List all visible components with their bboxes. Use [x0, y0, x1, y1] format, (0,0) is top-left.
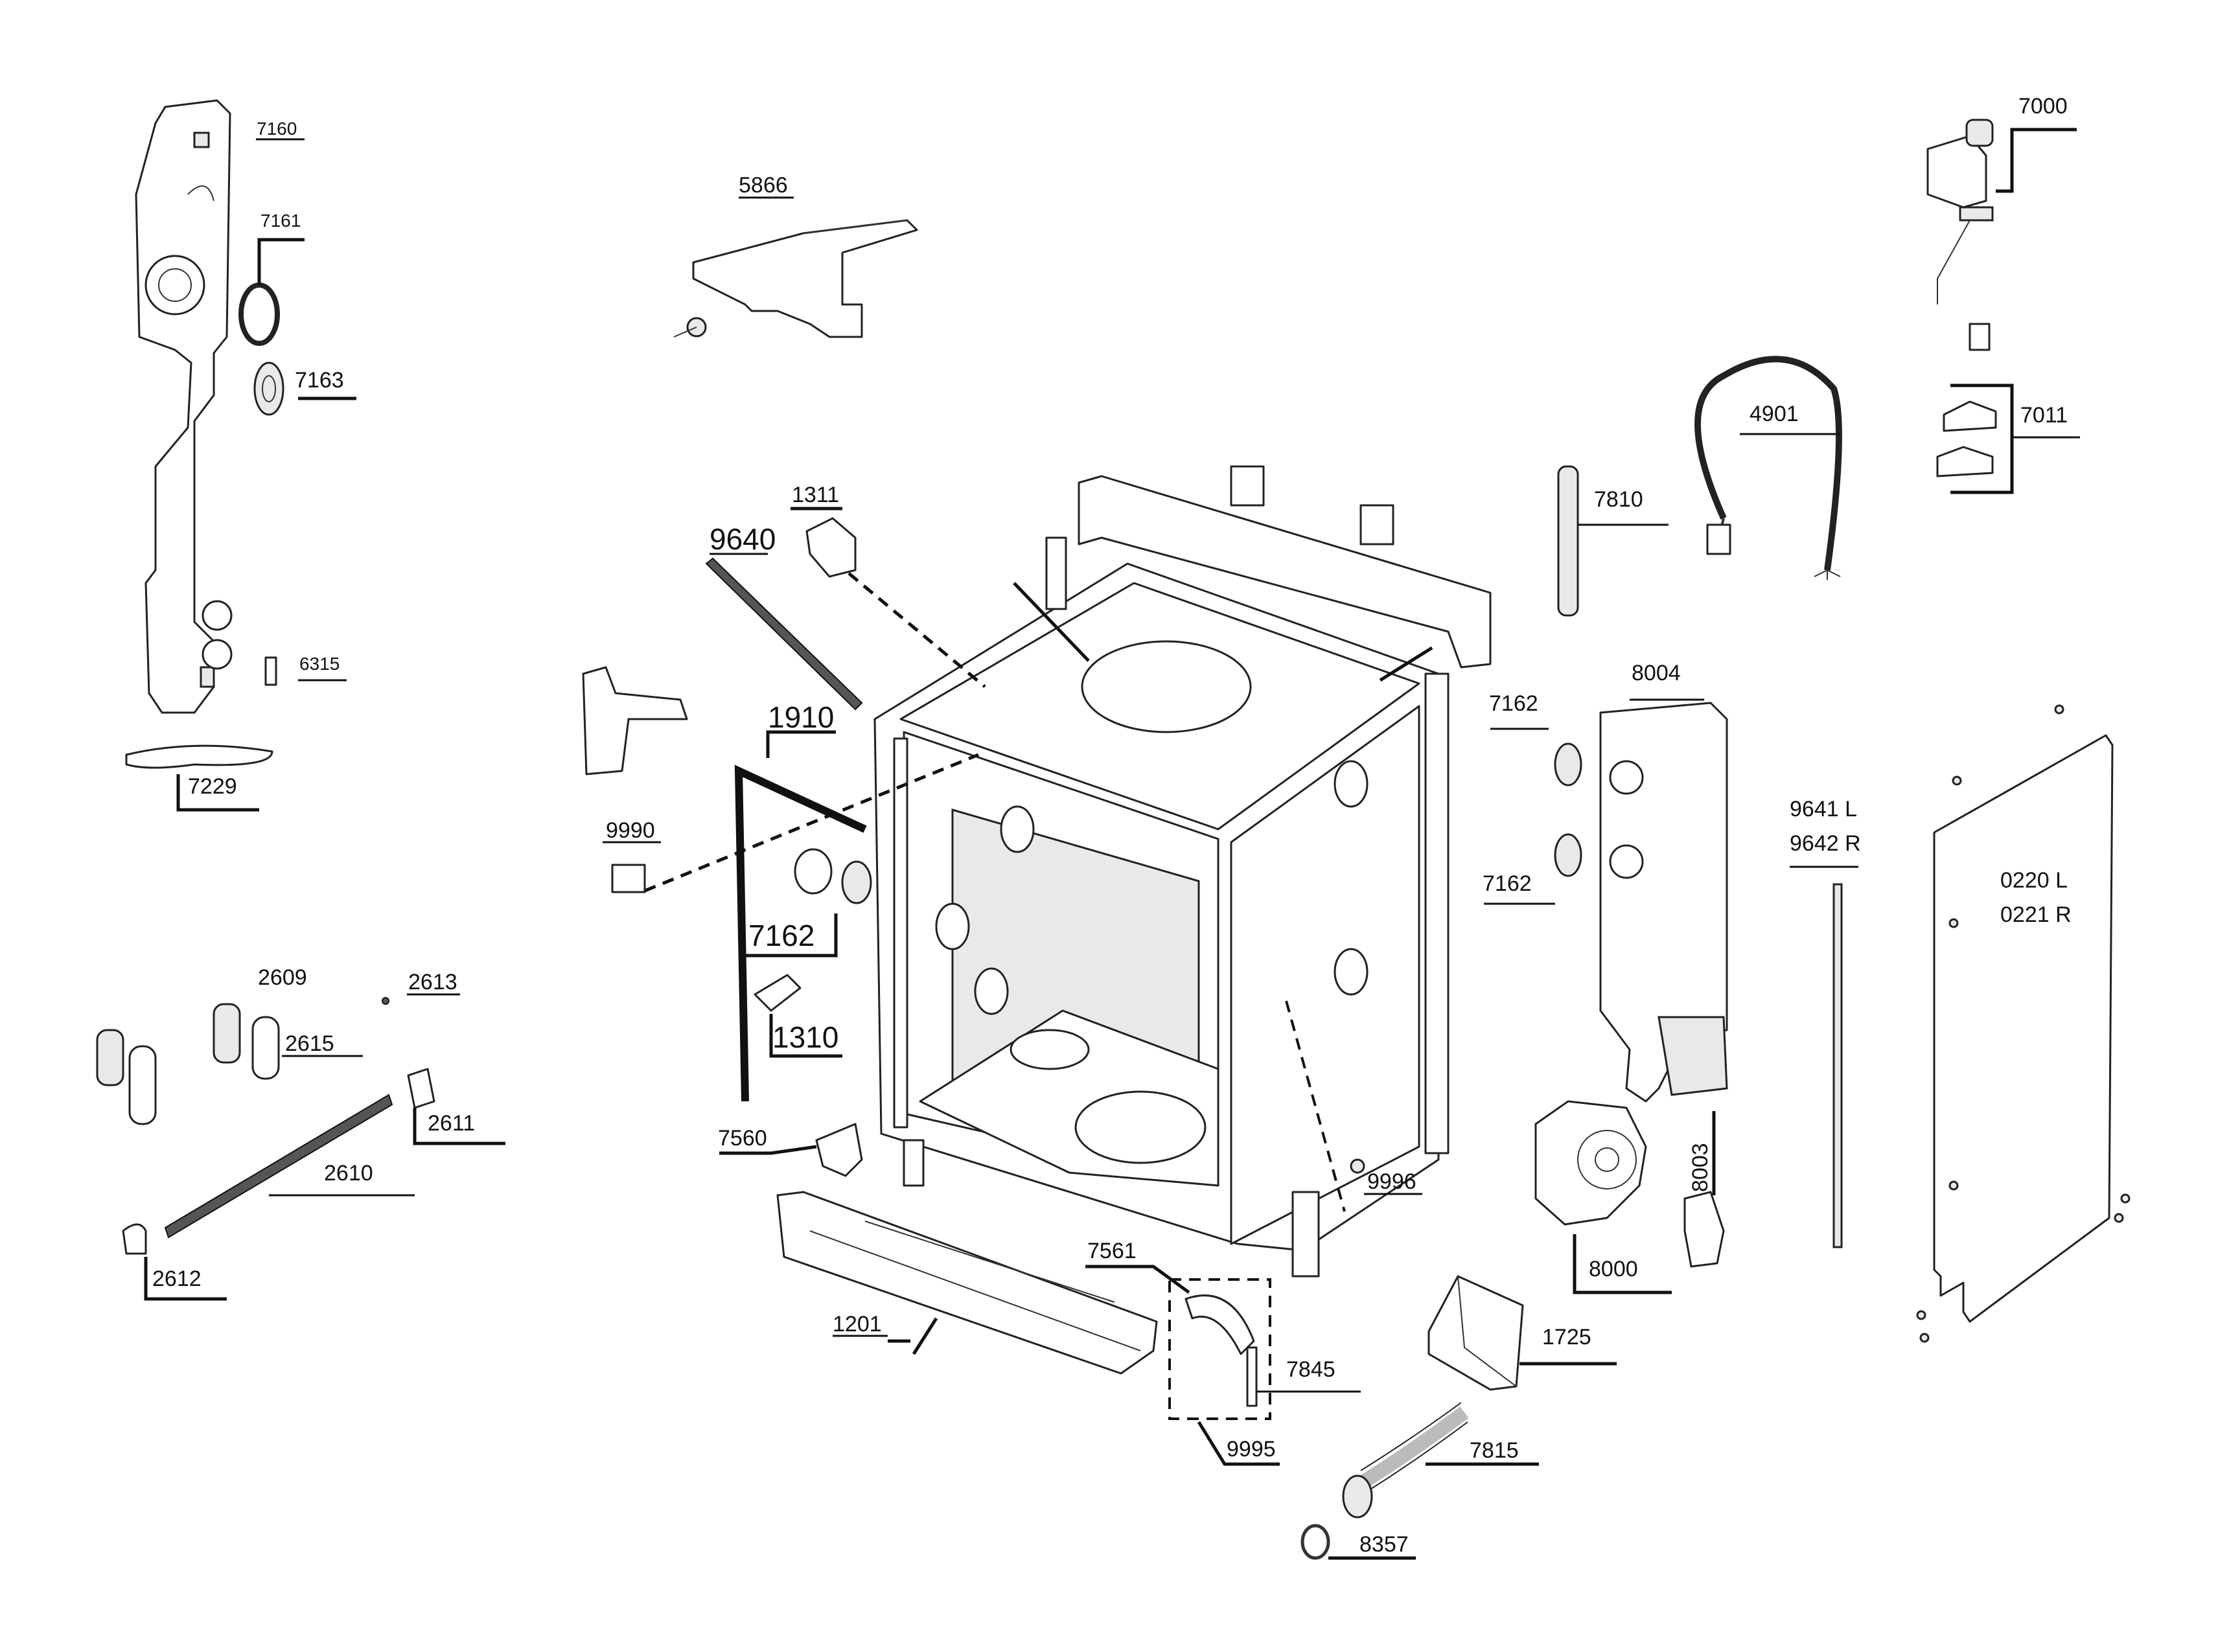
- label-9995: 9995: [1227, 1437, 1276, 1462]
- sump-1725-part: [1427, 1275, 1524, 1391]
- power-cable-4901-part: [1694, 356, 1842, 580]
- seal-7162-right-parts: [1554, 742, 1582, 877]
- label-7161: 7161: [260, 211, 301, 231]
- label-1310: 1310: [772, 1020, 838, 1054]
- label-9990: 9990: [606, 818, 655, 843]
- seal-disc-7162-part: [794, 848, 872, 904]
- label-8003: 8003: [1688, 1143, 1713, 1192]
- label-7011: 7011: [2020, 403, 2068, 428]
- round-gasket-part: [253, 361, 284, 416]
- strip-9641-part: [1832, 883, 1843, 1248]
- label-7815: 7815: [1470, 1438, 1519, 1463]
- strip-9640-part: [705, 557, 863, 711]
- clip-1311-part: [805, 517, 857, 578]
- label-1725: 1725: [1542, 1325, 1591, 1349]
- label-7000: 7000: [2018, 94, 2068, 119]
- label-8357: 8357: [1359, 1532, 1409, 1557]
- label-2609: 2609: [258, 965, 307, 990]
- label-9640: 9640: [710, 522, 776, 556]
- label-7160: 7160: [257, 119, 297, 139]
- top-crossbar-part: [1078, 465, 1492, 669]
- label-7162-left: 7162: [748, 919, 814, 952]
- label-0220: 0220 L: [2000, 868, 2068, 893]
- label-9996: 9996: [1367, 1169, 1416, 1194]
- label-7560: 7560: [718, 1126, 767, 1151]
- label-1910: 1910: [768, 700, 834, 734]
- clip-9990-part: [611, 864, 646, 893]
- small-clip-part: [264, 656, 277, 686]
- pump-8000-part: [1534, 1100, 1647, 1226]
- side-bracket-part: [582, 666, 688, 775]
- label-7845: 7845: [1286, 1357, 1335, 1382]
- label-1311: 1311: [792, 483, 839, 507]
- drain-hose-7810-part: [1557, 465, 1579, 617]
- label-7162-right-bottom: 7162: [1483, 871, 1532, 896]
- bracket-8003-part: [1683, 1191, 1725, 1268]
- hose-7815-part: [1342, 1402, 1469, 1519]
- valve-1310-part: [754, 974, 802, 1012]
- label-2611: 2611: [428, 1111, 475, 1136]
- door-seal-1910-part: [734, 764, 867, 1102]
- label-8000: 8000: [1589, 1257, 1638, 1281]
- label-7229: 7229: [188, 774, 237, 799]
- clamp-8357-part: [1300, 1524, 1330, 1560]
- label-2613: 2613: [408, 970, 457, 994]
- clamp-7011-part: [1936, 400, 1997, 477]
- label-2612: 2612: [152, 1267, 202, 1291]
- hinge-7561-part: [1184, 1294, 1258, 1407]
- foot-kit-parts: [96, 997, 435, 1255]
- label-7163: 7163: [295, 368, 344, 393]
- top-cover-part: [673, 219, 918, 338]
- label-7162-right-top: 7162: [1489, 691, 1538, 716]
- main-tub-part: [873, 536, 1450, 1278]
- screw-9996-part: [1350, 1158, 1365, 1174]
- oring-seal-part: [238, 282, 280, 346]
- label-7561: 7561: [1087, 1239, 1137, 1263]
- side-panel-0220-part: [1916, 704, 2131, 1343]
- side-duct-panel-part: [135, 99, 233, 714]
- label-5866: 5866: [739, 173, 788, 198]
- hose-sleeve-part: [125, 744, 273, 769]
- label-7810: 7810: [1594, 487, 1643, 512]
- insulation-8004-part: [1599, 702, 1728, 1103]
- label-2615: 2615: [285, 1031, 334, 1056]
- label-6315: 6315: [299, 654, 340, 674]
- label-2610: 2610: [324, 1161, 373, 1186]
- label-8004: 8004: [1632, 661, 1681, 685]
- label-0221: 0221 R: [2000, 902, 2072, 927]
- label-4901: 4901: [1750, 402, 1799, 426]
- label-9642: 9642 R: [1790, 831, 1861, 856]
- hinge-7560-part: [815, 1123, 863, 1177]
- inlet-valve-7000-part: [1926, 119, 1994, 351]
- label-1201: 1201: [833, 1312, 882, 1337]
- label-9641: 9641 L: [1790, 797, 1857, 821]
- base-panel-1201-part: [776, 1191, 1158, 1375]
